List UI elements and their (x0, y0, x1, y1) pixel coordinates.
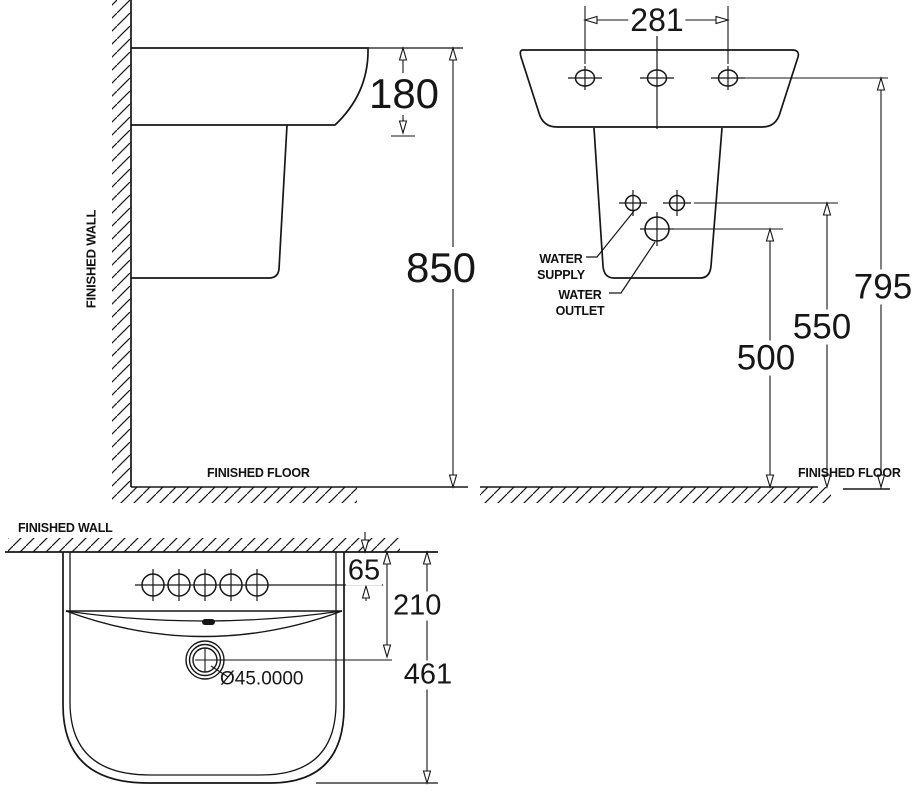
arrowhead-down (822, 474, 832, 489)
dim-850-label: 850 (403, 244, 479, 291)
arrowhead-down (765, 474, 775, 489)
drain-diameter-leader (210, 665, 229, 678)
dim-461-label: 461 (401, 658, 455, 691)
dim-795-label: 795 (851, 267, 915, 307)
floor-hatch (480, 487, 831, 503)
arrowhead-up (361, 584, 371, 599)
dim-550-label: 550 (790, 307, 854, 347)
water-outlet-label: WATER OUTLET (556, 288, 605, 319)
floor-hatch (112, 487, 357, 503)
side-view (112, 0, 468, 503)
deck-lip-front-curve (65, 610, 343, 638)
arrowhead-left (583, 15, 598, 25)
dim-65-label: 65 (345, 554, 383, 587)
dim-500-label: 500 (734, 338, 798, 378)
drain-diameter-label: Ø45.0000 (220, 668, 304, 690)
arrowhead-down (360, 539, 370, 554)
dim-180-label: 180 (366, 70, 442, 117)
water-supply-label: WATER SUPPLY (537, 252, 585, 283)
arrowhead-up (382, 550, 392, 565)
arrowhead-up (876, 76, 886, 91)
basin-plan-outer-outline (62, 552, 345, 784)
arrowhead-down (448, 474, 458, 489)
arrowhead-up (822, 201, 832, 216)
faucet-hole-marker (568, 66, 745, 90)
water-supply-line1: WATER (539, 252, 583, 266)
water-outlet-line1: WATER (558, 288, 602, 302)
finished-wall-side-label: FINISHED WALL (83, 209, 99, 309)
dim-210-label: 210 (391, 589, 444, 622)
basin-side-outline (131, 47, 369, 126)
front-view (480, 6, 890, 503)
arrowhead-right (715, 15, 730, 25)
arrowhead-down (398, 120, 408, 135)
water-supply-hole-marker (619, 190, 691, 216)
arrowhead-up (448, 46, 458, 61)
plan-view (5, 532, 438, 785)
dim-281-label: 281 (628, 2, 686, 38)
arrowhead-up (422, 550, 432, 565)
water-supply-line2: SUPPLY (537, 267, 585, 282)
wall-hatch (8, 538, 400, 552)
faucet-hole-row (135, 569, 383, 601)
finished-wall-plan-label: FINISHED WALL (18, 521, 113, 535)
wall-hatch (112, 0, 131, 487)
finished-floor-front-label: FINISHED FLOOR (798, 466, 901, 480)
arrowhead-up (765, 227, 775, 242)
overflow-slot (202, 619, 215, 625)
arrowhead-down (422, 770, 432, 785)
water-outlet-line2: OUTLET (555, 303, 605, 318)
arrowhead-down (876, 474, 886, 489)
finished-floor-side-label: FINISHED FLOOR (207, 466, 310, 480)
water-outlet-label-leader (609, 241, 656, 294)
water-outlet-hole-marker (640, 212, 674, 246)
pedestal-front-outline (593, 127, 723, 279)
basin-front-outline (519, 49, 800, 128)
arrowhead-up (398, 46, 408, 61)
arrowhead-down (382, 644, 392, 659)
pedestal-side-outline (131, 124, 288, 279)
basin-plan-inner-outline (69, 552, 337, 776)
water-supply-label-leader (586, 210, 635, 258)
